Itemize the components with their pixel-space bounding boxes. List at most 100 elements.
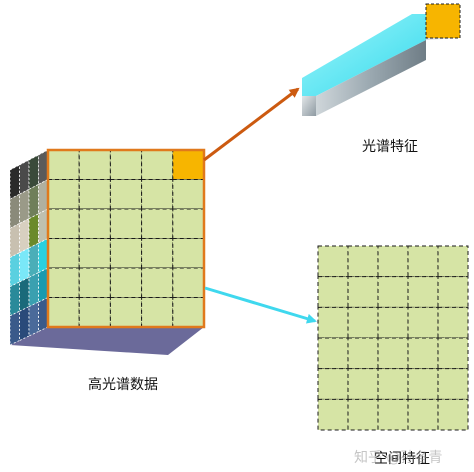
spatial-grid-cell [347, 276, 379, 308]
spectral-bar-side [302, 96, 316, 116]
spatial-grid-cell [317, 368, 349, 400]
spatial-feature-grid [317, 245, 469, 431]
cube-grid-cell [78, 297, 111, 328]
spatial-grid-cell [377, 368, 409, 400]
cube-front-face [46, 148, 206, 329]
cube-grid-cell [47, 267, 80, 298]
spectral-band-cell [9, 164, 20, 200]
spectral-band-cell [19, 276, 30, 312]
cube-grid-cell [109, 179, 143, 210]
spatial-grid-cell [377, 306, 409, 339]
cube-grid-cell [109, 297, 143, 328]
spatial-grid-cell [407, 337, 439, 370]
spectral-band-cell [19, 188, 30, 225]
spatial-grid-cell [347, 398, 379, 431]
cube-grid-cell [109, 149, 143, 180]
spatial-grid-cell [317, 245, 349, 278]
cube-grid-cell [141, 179, 174, 210]
cube-grid-cell [172, 179, 205, 210]
cube-grid-cell [172, 238, 205, 269]
spatial-grid-cell [437, 276, 469, 308]
spectral-highlight-pixel [425, 3, 461, 39]
spatial-grid-cell [437, 306, 469, 339]
spatial-grid-cell [437, 368, 469, 400]
spatial-feature-label: 空间特征 [374, 451, 430, 467]
spatial-grid-cell [407, 276, 439, 308]
spectral-bar-front [316, 40, 426, 116]
cube-grid-cell [47, 208, 80, 239]
spatial-grid-cell [437, 245, 469, 278]
cube-grid-cell [172, 267, 205, 298]
cube-grid-cell [109, 267, 143, 298]
spectral-band-cell [9, 310, 20, 346]
spectral-band-cell [9, 252, 20, 288]
cube-grid-cell [141, 149, 174, 180]
spatial-grid-cell [347, 337, 379, 370]
cube-grid-cell [47, 149, 80, 180]
spectral-feature-bar [302, 3, 461, 116]
spectral-feature-label: 光谱特征 [362, 139, 418, 155]
spectral-band-cell [9, 193, 20, 229]
spectral-band-cell [28, 183, 39, 220]
spectral-band-cell [28, 242, 39, 278]
spectral-band-cell [38, 237, 49, 274]
spatial-grid-cell [347, 245, 379, 278]
cube-grid-cell [47, 297, 80, 328]
spatial-grid-cell [377, 398, 409, 431]
spectral-band-cell [19, 247, 30, 283]
cube-grid-cell [78, 208, 111, 239]
spatial-grid-cell [317, 276, 349, 308]
spatial-grid-cell [347, 368, 379, 400]
cube-side-face [9, 149, 49, 346]
cube-grid-cell [141, 238, 174, 269]
watermark: 知乎 @孙冬青 [354, 450, 443, 466]
cube-bottom-face [10, 327, 204, 355]
spatial-grid-cell [407, 306, 439, 339]
spatial-grid-cell [407, 245, 439, 278]
cube-grid-cell [109, 208, 143, 239]
spatial-grid-cell [317, 398, 349, 431]
spectral-band-cell [28, 272, 39, 308]
spectral-band-cell [38, 149, 49, 186]
spectral-band-cell [19, 159, 30, 195]
spectral-band-cell [28, 154, 39, 190]
cube-grid-cell [141, 267, 174, 298]
hyperspectral-data-label: 高光谱数据 [88, 377, 158, 393]
spatial-grid-cell [377, 337, 409, 370]
arrow-to-spectral-feature [203, 87, 300, 162]
spatial-grid-cell [437, 337, 469, 370]
cube-grid-cell [109, 238, 143, 269]
spectral-band-cell [9, 281, 20, 317]
cube-grid-cell [78, 267, 111, 298]
spectral-band-cell [38, 208, 49, 244]
spectral-band-cell [19, 218, 30, 254]
spectral-band-cell [19, 306, 30, 342]
cube-grid-cell [47, 238, 80, 269]
cube-highlight-pixel [172, 149, 205, 180]
spatial-grid-cell [347, 306, 379, 339]
cube-grid-cell [78, 179, 111, 210]
cube-grid-cell [141, 208, 174, 239]
cube-grid-cell [141, 297, 174, 328]
spatial-grid-cell [437, 398, 469, 431]
spectral-bar-top [302, 14, 426, 96]
cube-grid-cell [172, 208, 205, 239]
cube-grid-cell [78, 149, 111, 180]
spatial-grid-cell [317, 306, 349, 339]
spectral-band-cell [38, 267, 49, 303]
spectral-band-cell [9, 222, 20, 259]
spatial-grid-cell [377, 276, 409, 308]
spectral-band-cell [38, 296, 49, 333]
spatial-grid-cell [317, 337, 349, 370]
spectral-band-cell [28, 301, 39, 337]
arrow-to-spatial-feature [204, 286, 317, 324]
spectral-band-cell [38, 178, 49, 215]
cube-front-border [46, 148, 206, 329]
cube-grid-cell [47, 179, 80, 210]
spatial-grid-cell [377, 245, 409, 278]
cube-grid-cell [78, 238, 111, 269]
spatial-grid-cell [407, 368, 439, 400]
spectral-band-cell [28, 213, 39, 249]
cube-grid-cell [172, 297, 205, 328]
